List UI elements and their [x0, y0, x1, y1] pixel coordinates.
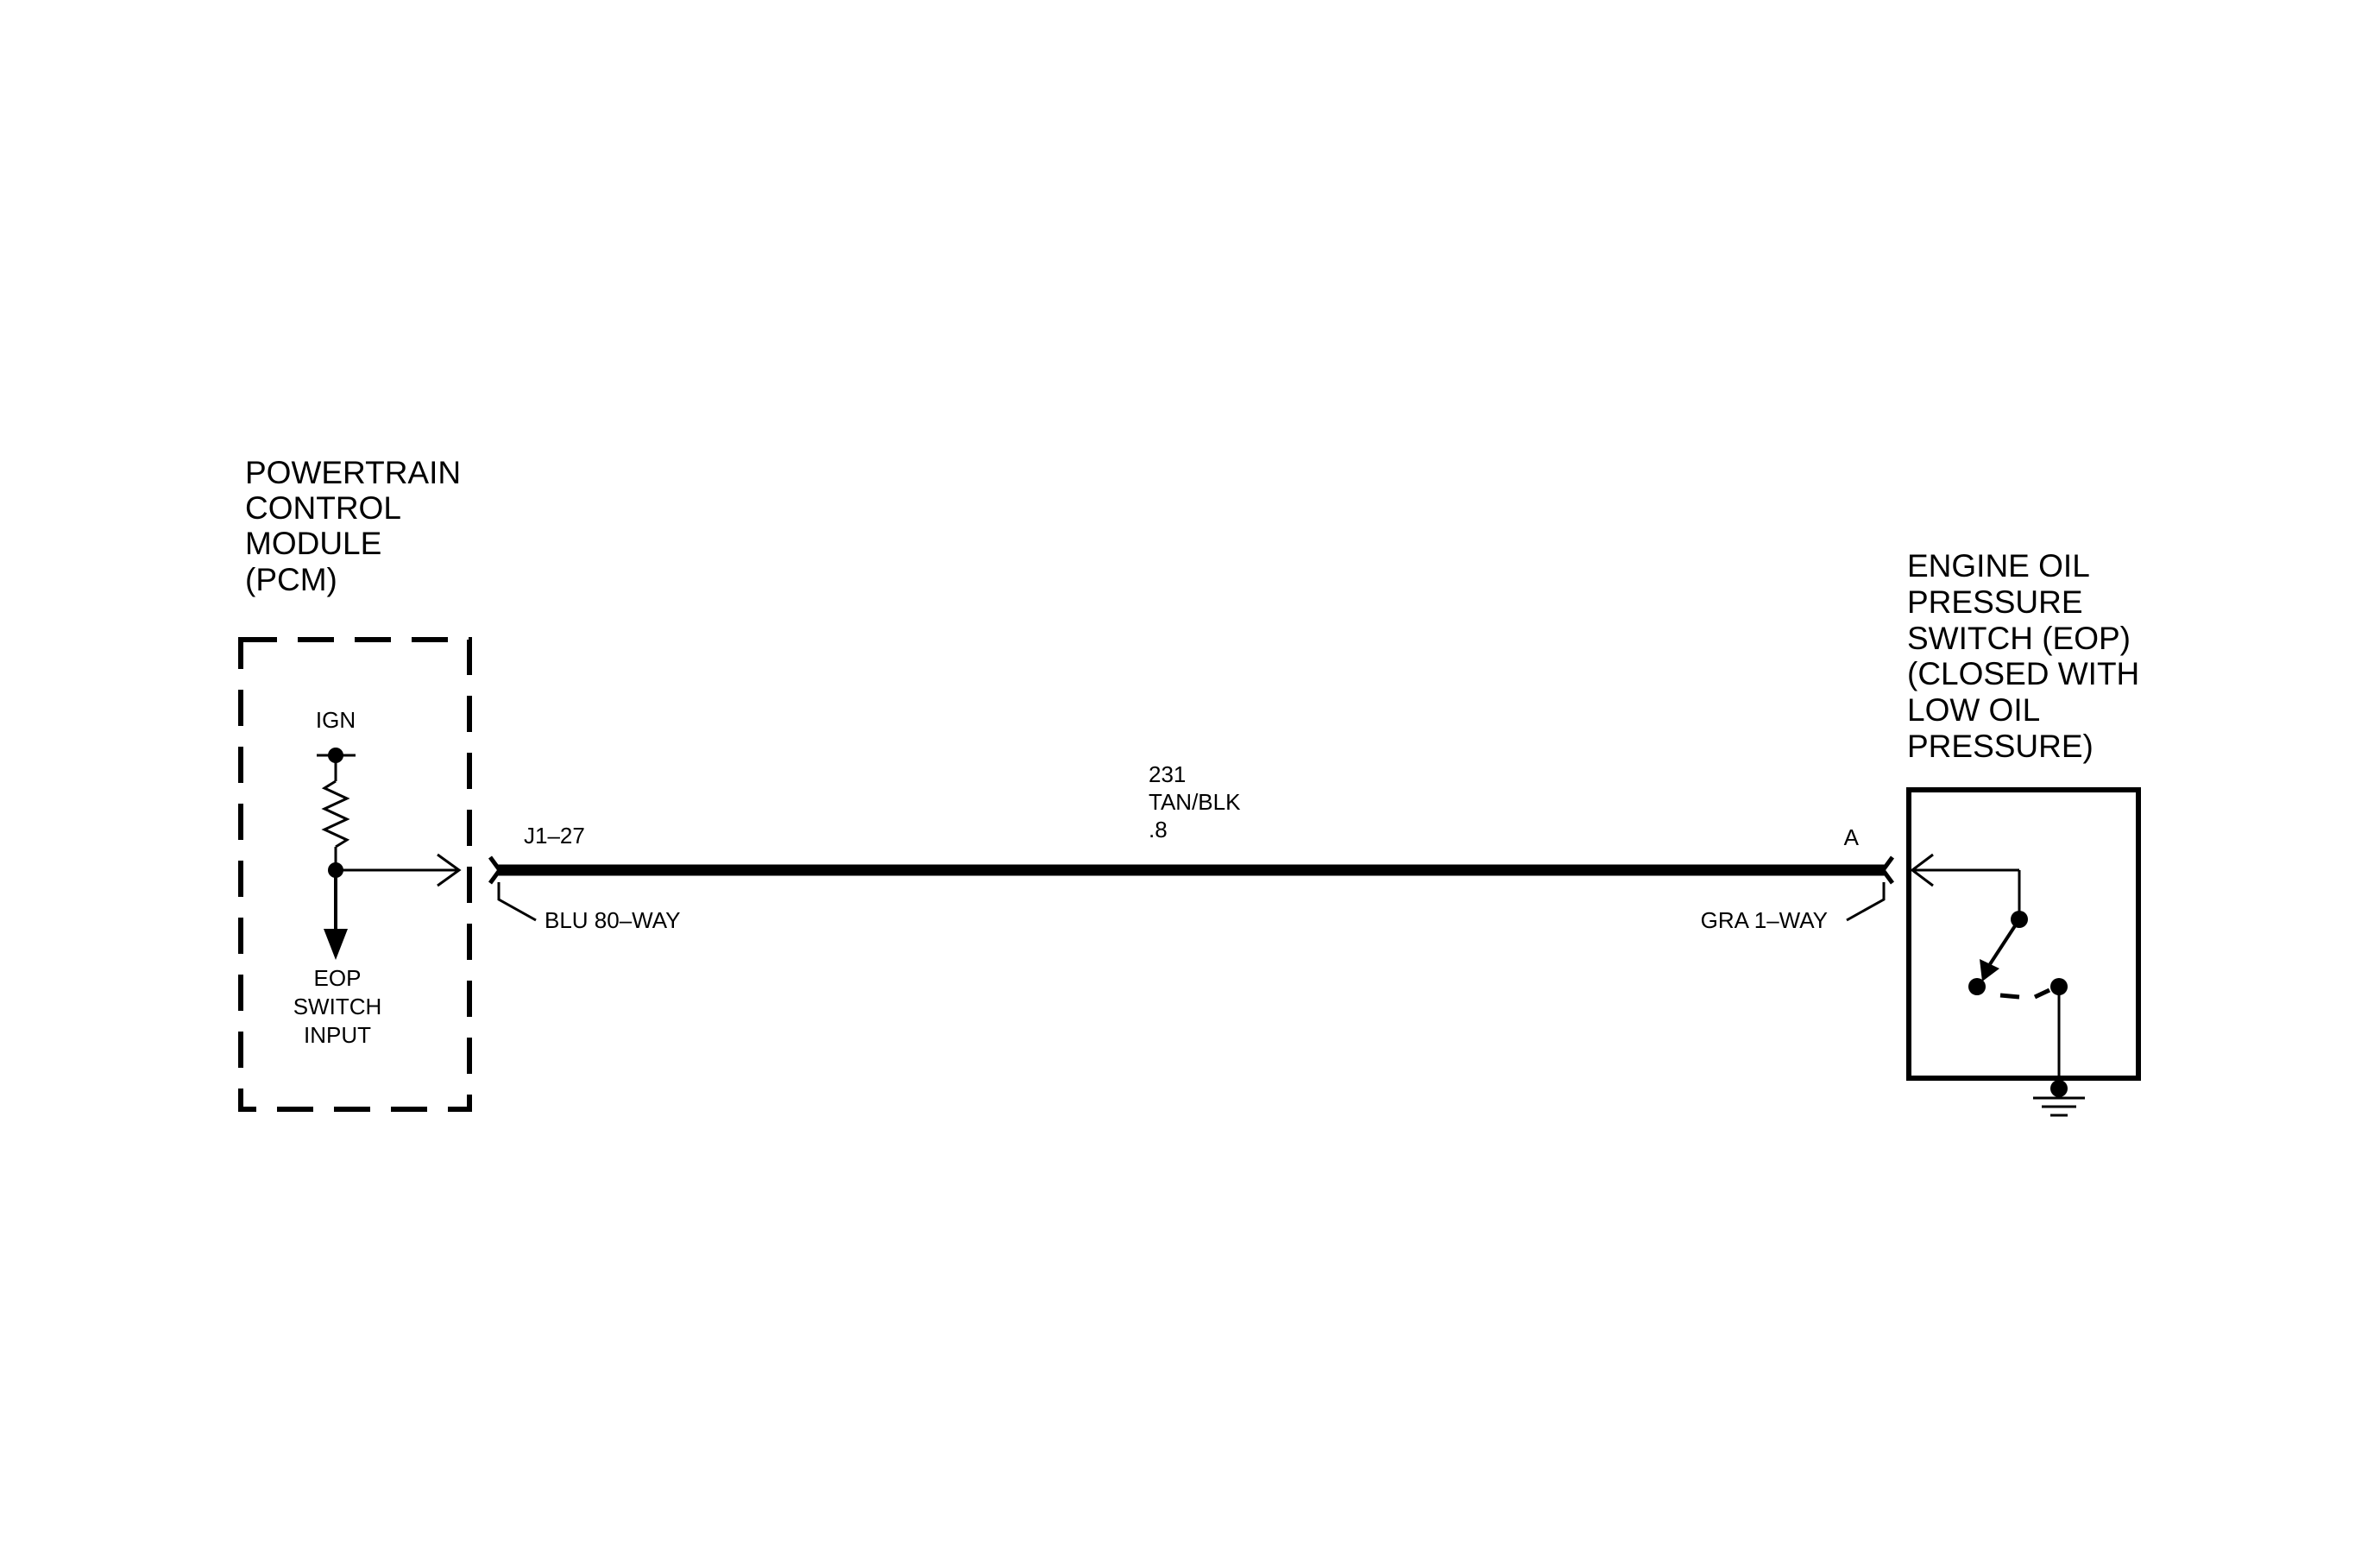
ground-icon: [2033, 1089, 2085, 1117]
input-label-line-2: SWITCH: [293, 994, 382, 1019]
wire-color: TAN/BLK: [1149, 789, 1241, 815]
pcm-pin-label: J1–27: [524, 823, 585, 849]
pcm-dashed-box: [238, 637, 472, 1112]
input-arrow: [324, 870, 348, 960]
input-label-line-1: EOP: [314, 965, 362, 991]
ign-node: [328, 748, 343, 763]
pcm-output-arrow: [336, 853, 462, 887]
pcm-connector-label: BLU 80–WAY: [545, 907, 681, 933]
eop-connector-label: GRA 1–WAY: [1701, 907, 1828, 933]
wire-gauge: .8: [1149, 817, 1168, 842]
pcm-connector-leader: [497, 882, 537, 922]
eop-connector-leader: [1846, 882, 1886, 922]
switch-closed-contact: [1968, 978, 1986, 995]
eop-switch-input-label: EOP SWITCH INPUT: [293, 965, 382, 1048]
eop-label: ENGINE OIL PRESSURE SWITCH (EOP) (CLOSED…: [1907, 548, 2139, 764]
eop-label-line-3: SWITCH (EOP): [1907, 621, 2131, 656]
input-label-line-3: INPUT: [304, 1022, 371, 1048]
pcm-label: POWERTRAIN CONTROL MODULE (PCM): [245, 455, 461, 597]
ign-label: IGN: [316, 707, 356, 733]
eop-pin-label: A: [1844, 824, 1860, 850]
switch-open-path-dash: [1999, 993, 2020, 1000]
eop-label-line-4: (CLOSED WITH: [1907, 656, 2139, 691]
eop-switch-box: [1906, 787, 2141, 1081]
eop-label-line-2: PRESSURE: [1907, 584, 2083, 620]
eop-label-line-5: LOW OIL: [1907, 692, 2040, 728]
eop-connector-terminal-icon: [1879, 855, 1895, 885]
eop-switch-input-arrow: [1910, 853, 2021, 919]
pcm-label-line-4: (PCM): [245, 562, 337, 597]
pcm-label-line-3: MODULE: [245, 526, 381, 561]
pcm-label-line-1: POWERTRAIN: [245, 455, 461, 490]
eop-label-line-1: ENGINE OIL: [1907, 548, 2090, 584]
eop-label-line-6: PRESSURE): [1907, 729, 2094, 764]
pullup-resistor: [317, 754, 356, 870]
pcm-label-line-2: CONTROL: [245, 490, 401, 526]
circuit-number: 231: [1149, 761, 1186, 787]
wire-label: 231 TAN/BLK .8: [1149, 761, 1241, 842]
switch-blade-icon: [1980, 918, 2021, 981]
switch-open-path-dash: [2033, 988, 2051, 1000]
